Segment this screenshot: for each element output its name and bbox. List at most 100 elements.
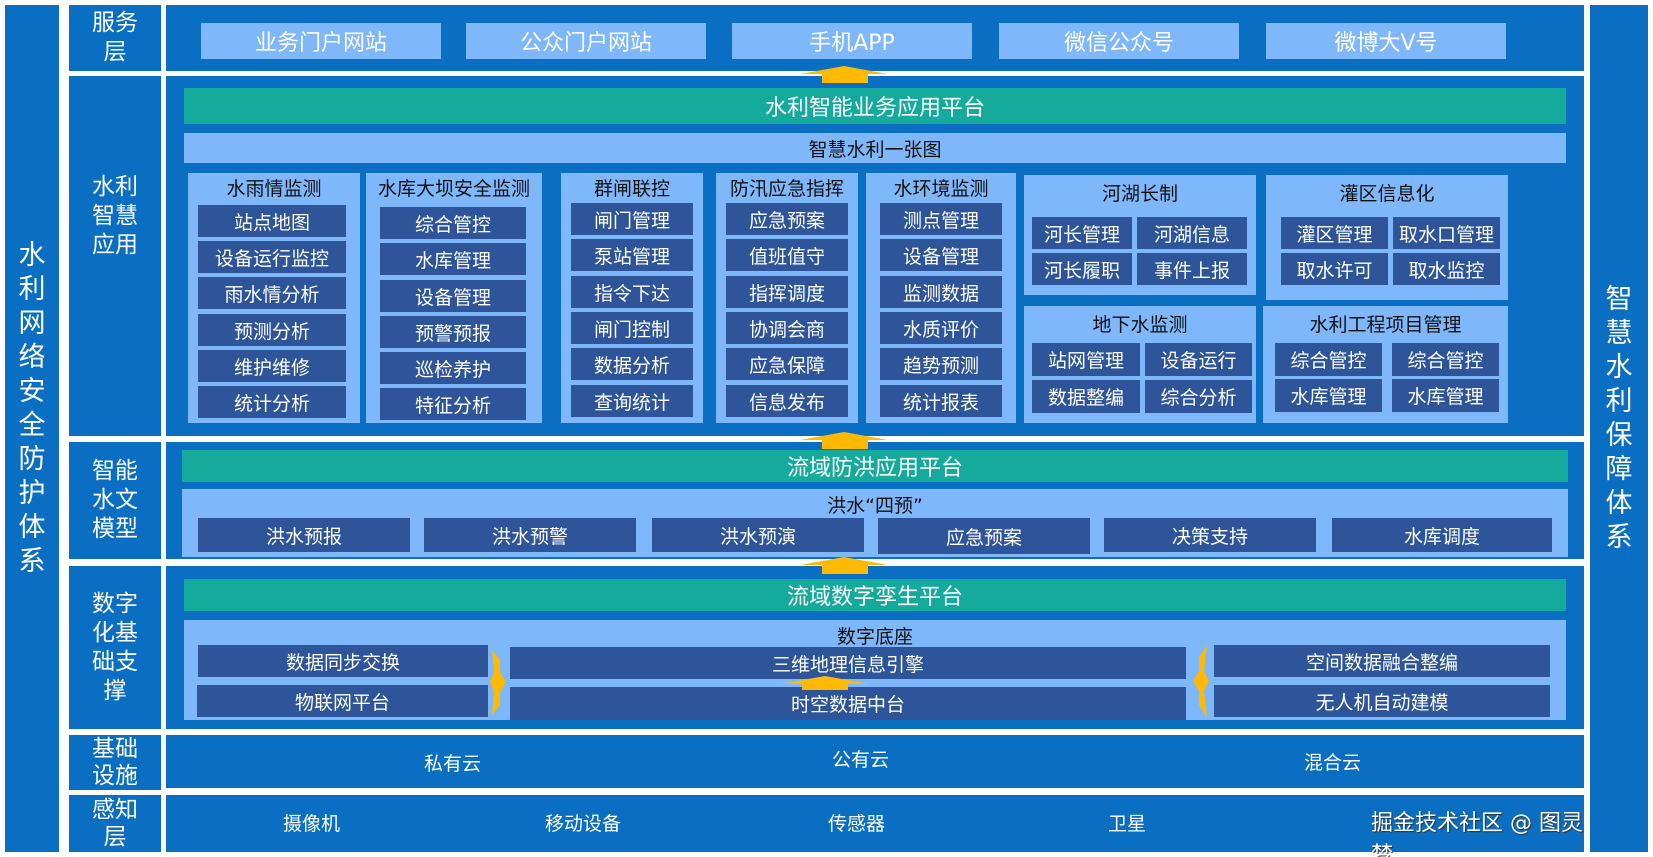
forecast-item[interactable]: 应急预案: [878, 518, 1090, 554]
module-item[interactable]: 统计分析: [198, 386, 346, 418]
module-item[interactable]: 信息发布: [726, 385, 848, 417]
group-gate-control: 群闸联控 闸门管理 泵站管理 指令下达 闸门控制 数据分析 查询统计: [561, 173, 703, 423]
spatial-data-fusion[interactable]: 空间数据融合整编: [1214, 645, 1550, 677]
module-item[interactable]: 统计报表: [880, 385, 1002, 417]
module-item[interactable]: 取水监控: [1393, 253, 1500, 285]
group-title: 水利工程项目管理: [1309, 314, 1462, 336]
watermark: 掘金技术社区 @ 图灵梦: [1371, 811, 1583, 857]
module-item[interactable]: 取水许可: [1281, 253, 1388, 285]
module-item[interactable]: 应急保障: [726, 348, 848, 380]
arrow-up-icon: [800, 432, 888, 449]
sensor: 传感器: [828, 813, 886, 835]
business-platform-bar: 水利智能业务应用平台: [184, 88, 1566, 124]
module-item[interactable]: 河长履职: [1032, 253, 1132, 285]
forecast-item[interactable]: 洪水预警: [424, 518, 636, 552]
spatiotemporal-data-hub[interactable]: 时空数据中台: [510, 687, 1186, 720]
group-title: 水库大坝安全监测: [377, 178, 530, 200]
group-project-management: 水利工程项目管理 综合管控 综合管控 水库管理 水库管理: [1263, 306, 1508, 423]
iot-platform[interactable]: 物联网平台: [197, 685, 488, 717]
mobile-device: 移动设备: [545, 813, 622, 835]
service-layer: 业务门户网站 公众门户网站 手机APP 微信公众号 微博大V号: [166, 5, 1584, 71]
application-layer: 水利智能业务应用平台 智慧水利一张图 水雨情监测 站点地图 设备运行监控 雨水情…: [166, 76, 1584, 436]
module-item[interactable]: 数据分析: [571, 348, 693, 380]
four-forecast-title: 洪水“四预”: [827, 495, 923, 517]
module-item[interactable]: 综合分析: [1145, 380, 1252, 413]
module-item[interactable]: 设备管理: [380, 280, 526, 312]
business-portal-button[interactable]: 业务门户网站: [201, 23, 441, 59]
module-item[interactable]: 查询统计: [571, 385, 693, 417]
module-item[interactable]: 泵站管理: [571, 239, 693, 271]
public-portal-button[interactable]: 公众门户网站: [466, 23, 706, 59]
module-item[interactable]: 值班值守: [726, 239, 848, 271]
weibo-account-button[interactable]: 微博大V号: [1266, 23, 1506, 59]
wechat-account-button[interactable]: 微信公众号: [999, 23, 1239, 59]
module-item[interactable]: 站网管理: [1032, 343, 1140, 376]
module-item[interactable]: 预警预报: [380, 316, 526, 348]
module-item[interactable]: 预测分析: [198, 314, 346, 346]
module-item[interactable]: 指挥调度: [726, 276, 848, 308]
module-item[interactable]: 事件上报: [1137, 253, 1247, 285]
group-rainfall-monitoring: 水雨情监测 站点地图 设备运行监控 雨水情分析 预测分析 维护维修 统计分析: [188, 173, 360, 423]
forecast-item[interactable]: 洪水预演: [652, 518, 864, 552]
module-item[interactable]: 综合管控: [1275, 343, 1382, 376]
group-title: 群闸联控: [593, 178, 670, 200]
module-item[interactable]: 巡检养护: [380, 352, 526, 384]
module-item[interactable]: 设备管理: [880, 239, 1002, 271]
forecast-item[interactable]: 决策支持: [1104, 518, 1316, 552]
module-item[interactable]: 特征分析: [380, 388, 526, 420]
module-item[interactable]: 协调会商: [726, 312, 848, 344]
module-item[interactable]: 测点管理: [880, 203, 1002, 235]
group-title: 防汛应急指挥: [729, 178, 844, 200]
arrow-up-icon: [800, 66, 888, 83]
infrastructure-layer: 私有云 公有云 混合云: [166, 735, 1584, 788]
module-item[interactable]: 雨水情分析: [198, 277, 346, 309]
module-item[interactable]: 水库管理: [1275, 379, 1382, 412]
hybrid-cloud: 混合云: [1304, 752, 1362, 774]
infrastructure-layer-label: 基础设施: [69, 735, 161, 790]
arrow-right-icon: [490, 650, 506, 715]
module-item[interactable]: 设备运行: [1145, 343, 1252, 376]
module-item[interactable]: 站点地图: [198, 205, 346, 237]
module-item[interactable]: 闸门管理: [571, 203, 693, 235]
module-item[interactable]: 河长管理: [1032, 217, 1132, 249]
module-item[interactable]: 维护维修: [198, 350, 346, 382]
module-item[interactable]: 闸门控制: [571, 312, 693, 344]
module-item[interactable]: 设备运行监控: [198, 241, 346, 273]
group-title: 地下水监测: [1092, 314, 1188, 336]
hydro-model-layer-label: 智能水文模型: [69, 442, 161, 559]
perception-layer: 摄像机 移动设备 传感器 卫星 掘金技术社区 @ 图灵梦: [166, 795, 1584, 857]
group-water-environment: 水环境监测 测点管理 设备管理 监测数据 水质评价 趋势预测 统计报表: [866, 173, 1016, 423]
digital-base-title: 数字底座: [836, 626, 913, 648]
module-item[interactable]: 综合管控: [1392, 343, 1499, 376]
module-item[interactable]: 应急预案: [726, 203, 848, 235]
group-title: 河湖长制: [1101, 183, 1178, 205]
network-security-label: 水 利 网 络 安 全 防 护 体 系: [18, 239, 46, 577]
group-dam-safety-monitoring: 水库大坝安全监测 综合管控 水库管理 设备管理 预警预报 巡检养护 特征分析: [366, 173, 542, 423]
module-item[interactable]: 水库管理: [1392, 379, 1499, 412]
group-title: 水环境监测: [893, 178, 989, 200]
module-item[interactable]: 水质评价: [880, 312, 1002, 344]
gis-engine[interactable]: 三维地理信息引擎: [510, 647, 1186, 679]
module-item[interactable]: 取水口管理: [1393, 217, 1500, 249]
group-irrigation-district: 灌区信息化 灌区管理 取水口管理 取水许可 取水监控: [1266, 175, 1508, 300]
arrow-up-icon: [800, 557, 888, 574]
forecast-item[interactable]: 洪水预报: [198, 518, 410, 552]
module-item[interactable]: 指令下达: [571, 276, 693, 308]
module-item[interactable]: 河湖信息: [1137, 217, 1247, 249]
network-security-column: 水 利 网 络 安 全 防 护 体 系: [5, 5, 59, 852]
module-item[interactable]: 水库管理: [380, 243, 526, 275]
data-sync-exchange[interactable]: 数据同步交换: [198, 645, 488, 677]
forecast-item[interactable]: 水库调度: [1332, 518, 1552, 552]
mobile-app-button[interactable]: 手机APP: [732, 23, 972, 59]
digital-base-panel: 数字底座 数据同步交换 物联网平台 三维地理信息引擎 时空数据中台 空间数据融合…: [184, 620, 1566, 720]
module-item[interactable]: 灌区管理: [1281, 217, 1388, 249]
module-item[interactable]: 监测数据: [880, 276, 1002, 308]
group-title: 灌区信息化: [1339, 183, 1435, 205]
smart-water-map-bar[interactable]: 智慧水利一张图: [184, 133, 1566, 163]
module-item[interactable]: 趋势预测: [880, 348, 1002, 380]
module-item[interactable]: 数据整编: [1032, 380, 1140, 413]
support-system-column: 智 慧 水 利 保 障 体 系: [1590, 5, 1648, 852]
module-item[interactable]: 综合管控: [380, 207, 526, 239]
drone-auto-modeling[interactable]: 无人机自动建模: [1214, 685, 1550, 717]
public-cloud: 公有云: [832, 749, 890, 771]
